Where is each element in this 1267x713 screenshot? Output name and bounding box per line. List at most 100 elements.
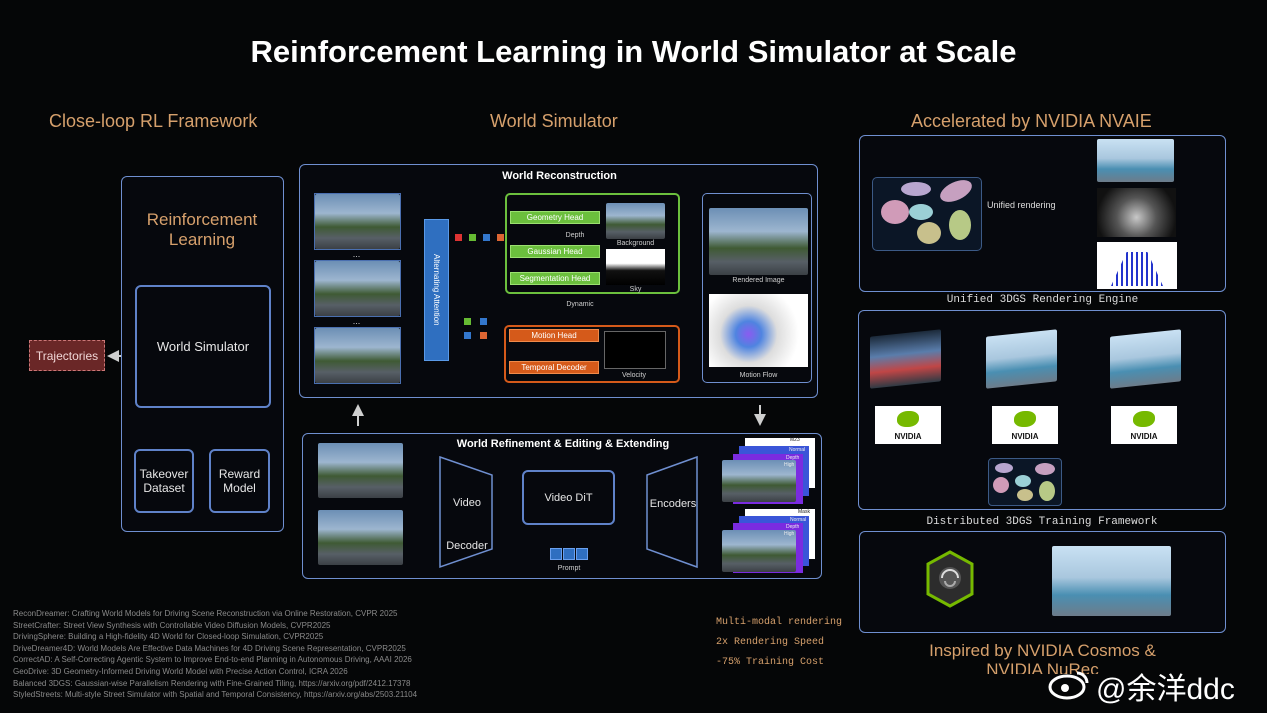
input-frame-1 [314,193,401,250]
reward-model-label: Reward Model [218,467,261,495]
stack-label: Normal [789,447,806,453]
world-simulator-label: World Simulator [156,339,250,354]
gaussian-blob [1015,475,1031,487]
world-reconstruction-title: World Reconstruction [502,170,617,182]
rendered-image-thumbnail [709,208,808,275]
nvidia-logo-icon [897,411,919,427]
reference-item: ReconDreamer: Crafting World Models for … [13,609,398,618]
takeover-dataset-label: Takeover Dataset [139,467,189,495]
gaussian-blob [1017,489,1033,501]
sky-label: Sky [629,286,642,293]
reference-item: CorrectAD: A Self-Correcting Agentic Sys… [13,655,412,665]
gaussian-blob [1039,481,1055,501]
merged-gaussians-panel [988,458,1062,506]
video-dit-box: Video DiT [522,470,615,525]
reference-item: GeoDrive: 3D Geometry-Informed Driving W… [13,666,348,676]
reference-item: Balanced 3DGS: Gaussian-wise Parallelism… [13,678,411,688]
training-view-1 [870,329,941,389]
motion-flow-thumbnail [709,294,808,367]
frame-dots-2: ... [352,316,361,326]
token-icon [455,234,462,241]
training-view-2 [986,329,1057,389]
token-icon [464,318,471,325]
rl-framework-box: Reinforcement Learning [121,176,284,532]
background-thumbnail [606,203,665,239]
video-decoder-label: Video [453,497,481,509]
stack-label: Depth [786,524,800,530]
dynamic-label: Dynamic [566,301,594,308]
training-view-3 [1110,329,1181,389]
takeover-dataset-box: Takeover Dataset [134,449,194,513]
gaussian-blob [1035,463,1055,475]
motion-head: Motion Head [509,329,599,342]
velocity-label: Velocity [621,372,647,379]
token-icon [480,318,487,325]
section-title-middle: World Simulator [490,111,618,131]
rendered-rgb-thumbnail [1097,139,1174,182]
gaussian-blob [995,463,1013,473]
prompt-token-icon [576,548,588,560]
gaussian-blob [917,222,941,244]
condition-frame [722,460,796,502]
gaussian-blob [949,210,971,240]
engine-caption: Unified 3DGS Rendering Engine [946,294,1139,306]
velocity-thumbnail [604,331,666,369]
world-refinement-title: World Refinement & Editing & Extending [456,438,670,450]
gaussian-blob [936,175,976,207]
stack-label: Mask [798,509,810,515]
weibo-logo-icon [1048,671,1089,700]
nvidia-logo-icon [1014,411,1036,427]
unified-rendering-label: Unified rendering [987,200,1056,210]
rendered-output-box [702,193,812,383]
video-dit-label: Video DiT [544,491,593,504]
watermark-text: @余洋ddc [1096,673,1235,706]
nvidia-logo-icon [1133,411,1155,427]
temporal-decoder: Temporal Decoder [509,361,599,374]
alternating-attention-label: Alternating Attention [432,254,441,326]
prompt-token-icon [550,548,562,560]
stack-label: High [784,531,795,537]
reward-model-box: Reward Model [209,449,270,513]
token-icon [469,234,476,241]
section-title-left: Close-loop RL Framework [49,111,258,131]
condition-frame [722,530,796,572]
trajectories-label: Trajectories [35,348,99,363]
training-caption: Distributed 3DGS Training Framework [926,516,1158,528]
refined-frame-2 [318,510,403,565]
inspired-caption-2: NVIDIA NuRec [986,660,1099,674]
video-decoder-shape [439,455,493,569]
nvidia-gpu-2: NVIDIA [992,406,1058,444]
stack-label: Normal [790,517,807,523]
stack-label: Depth [786,455,800,461]
geometry-head: Geometry Head [510,211,600,224]
gaussian-blob [901,182,931,196]
feature-multimodal: Multi-modal rendering [716,617,843,628]
prompt-label: Prompt [557,565,581,572]
token-icon [464,332,471,339]
nvidia-label: NVIDIA [894,432,922,441]
cosmos-render-thumbnail [1052,546,1171,616]
token-icon [497,234,504,241]
rendered-fisheye-thumbnail [1097,188,1176,237]
nvidia-label: NVIDIA [1130,432,1158,441]
frame-dots-1: ... [352,249,361,259]
references-list: ReconDreamer: Crafting World Models for … [13,608,417,701]
world-simulator-box: World Simulator [135,285,271,408]
reference-item: StyledStreets: Multi-style Street Simula… [13,690,418,700]
depth-label: Depth [565,232,585,239]
token-icon [483,234,490,241]
section-title-right: Accelerated by NVIDIA NVAIE [911,111,1152,131]
sky-mask-thumbnail [606,249,665,285]
motion-flow-label: Motion Flow [739,372,778,379]
rendered-image-label: Rendered Image [732,277,785,284]
gaussian-head: Gaussian Head [510,245,600,258]
feature-speed: 2x Rendering Speed [716,637,825,648]
stack-label: High [784,462,795,468]
gaussian-blob [909,204,933,220]
page-title: Reinforcement Learning in World Simulato… [250,34,1017,69]
gaussian-blob [993,477,1009,493]
nvidia-gpu-3: NVIDIA [1111,406,1177,444]
token-icon [480,332,487,339]
reference-item: StreetCrafter: Street View Synthesis wit… [13,620,331,630]
encoders-shape [646,455,698,569]
